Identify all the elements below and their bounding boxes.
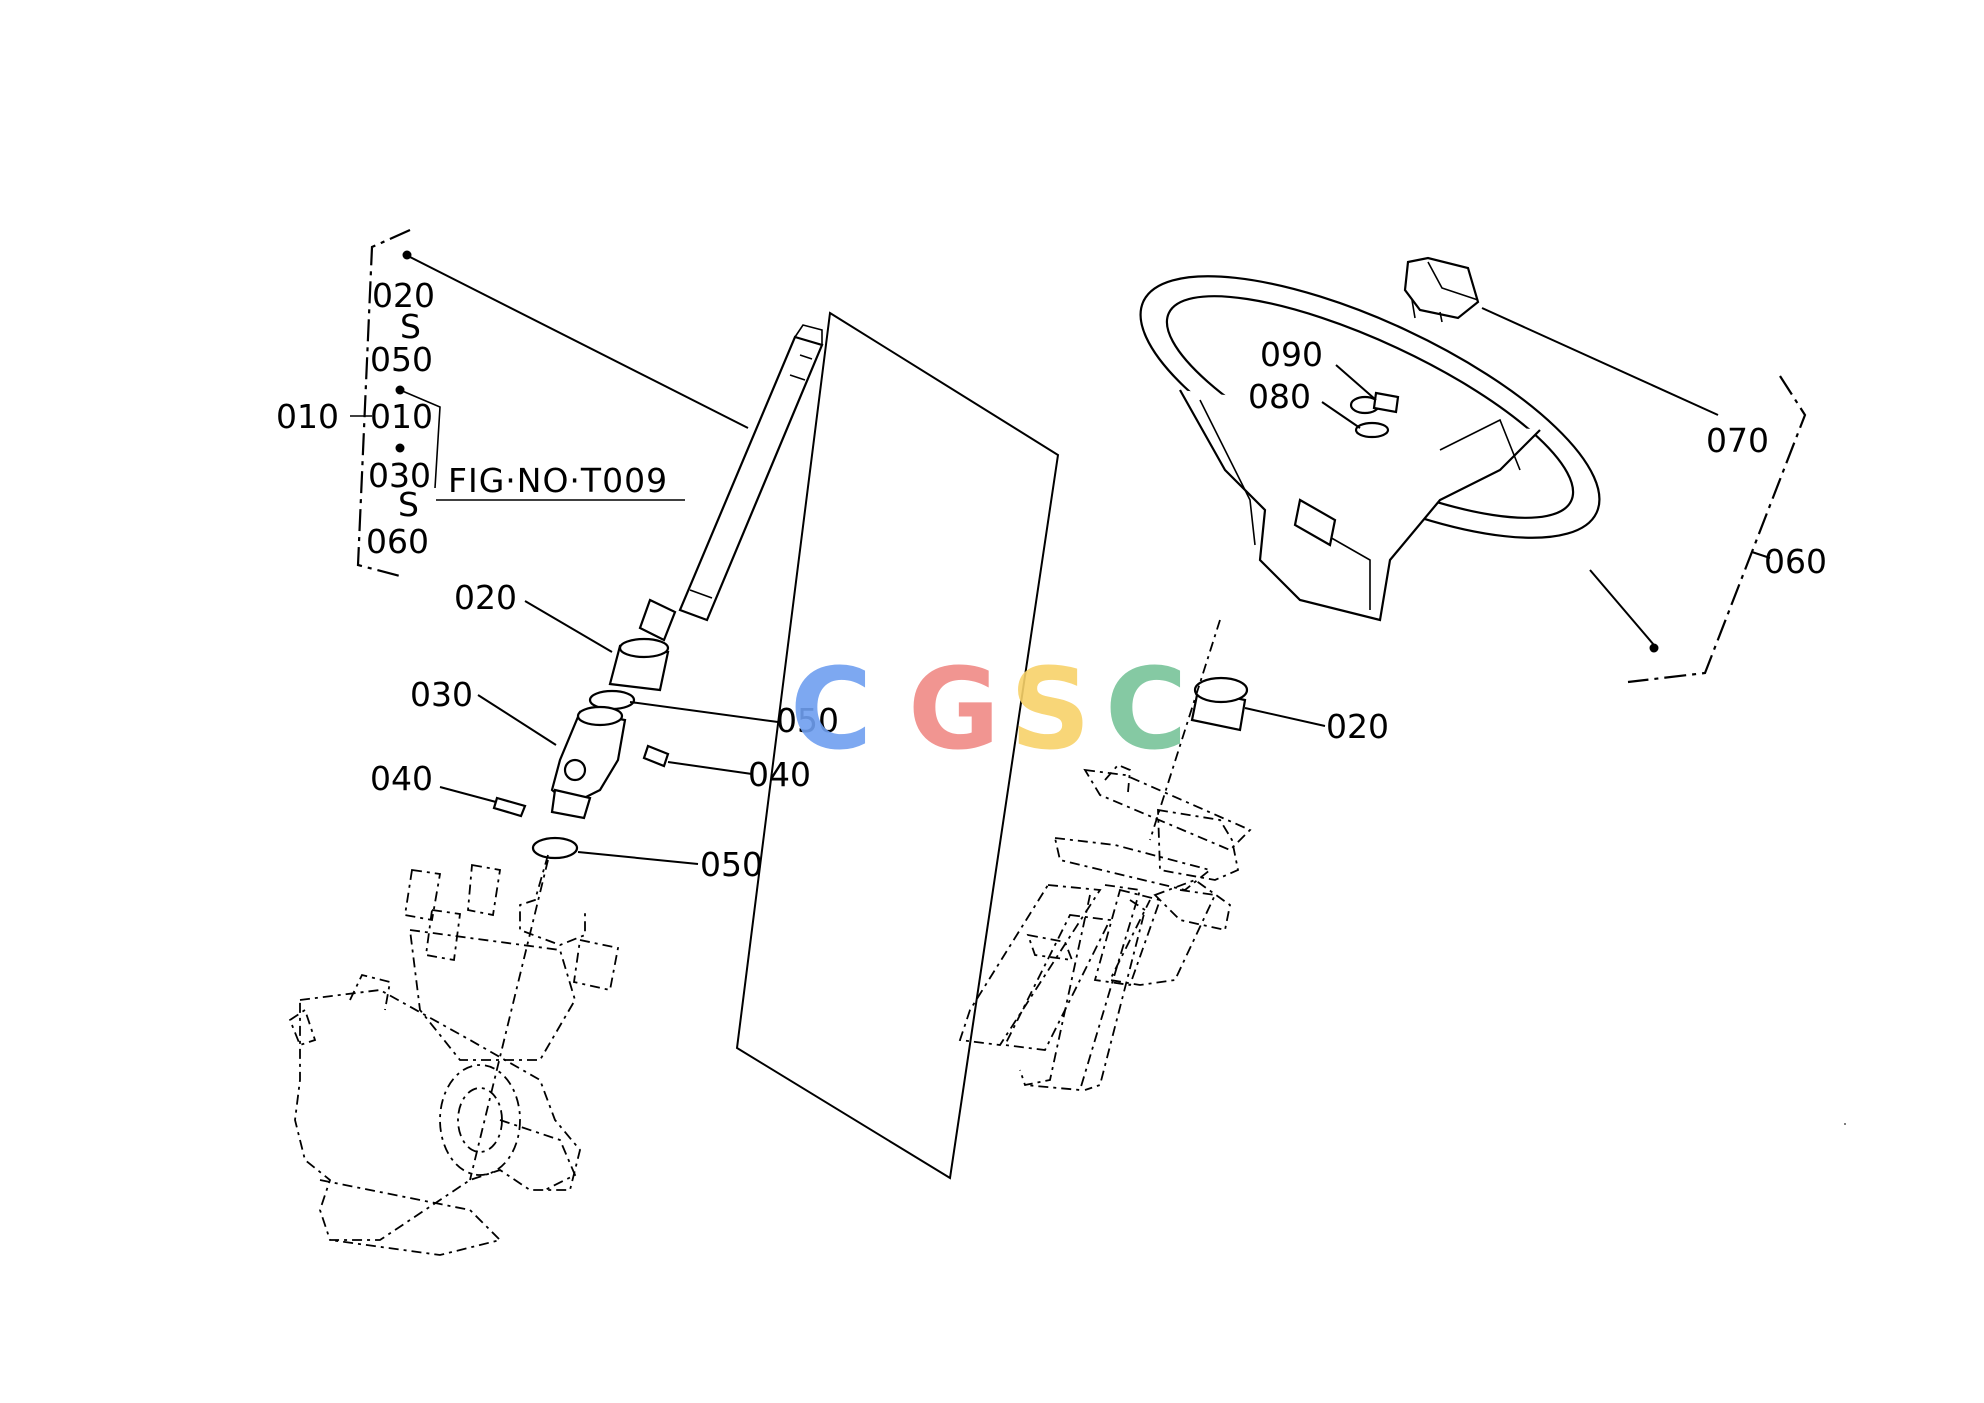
bushing-right: [1190, 676, 1249, 732]
assembly-inner-label: 010: [370, 397, 433, 436]
label-pin-left: 040: [370, 759, 433, 798]
left-reference-bracket: 020 S 050 010 010 030 S 060 FIG·NO·T009: [276, 228, 749, 578]
label-u-joint: 030: [410, 675, 473, 714]
right-reference-bracket: [1627, 375, 1807, 684]
watermark-letter: C: [790, 645, 872, 775]
pin-left: [492, 796, 527, 818]
range-bottom-sep-label: S: [398, 485, 419, 524]
range-top-end-label: 050: [370, 340, 433, 379]
center-cap: [1403, 256, 1480, 323]
label-bushing-left: 020: [454, 578, 517, 617]
shaft-panel-outline: [735, 311, 1060, 1180]
fig-reference-label: FIG·NO·T009: [448, 461, 668, 500]
bushing-left: [608, 637, 670, 692]
label-pin-right: 040: [748, 755, 811, 794]
pin-right: [642, 744, 670, 768]
label-nut: 090: [1260, 335, 1323, 374]
watermark-letter: S: [1010, 645, 1091, 775]
watermark-letter: G: [908, 645, 1000, 775]
washer: [1354, 421, 1390, 439]
label-ring-upper: 050: [776, 701, 839, 740]
label-cap: 070: [1706, 421, 1769, 460]
steering-shaft: [638, 324, 824, 642]
range-bottom-start-label: 030: [368, 456, 431, 495]
assembly-outer-label: 010: [276, 397, 339, 436]
range-top-sep-label: S: [400, 307, 421, 346]
watermark-letter: C: [1105, 645, 1187, 775]
range-top-start-label: 020: [372, 276, 435, 315]
ring-lower: [531, 836, 579, 860]
label-ring-lower: 050: [700, 845, 763, 884]
steering-wheel: [1139, 275, 1601, 622]
range-bottom-end-label: 060: [366, 522, 429, 561]
label-bushing-right: 020: [1326, 707, 1389, 746]
steering-column: [958, 619, 1252, 1091]
watermark-logo: C G S C: [790, 645, 1187, 775]
steering-gearbox: [288, 854, 620, 1256]
label-washer: 080: [1248, 377, 1311, 416]
nut: [1372, 391, 1400, 414]
universal-joint: [550, 705, 627, 820]
label-wheel-assy: 060: [1764, 542, 1827, 581]
